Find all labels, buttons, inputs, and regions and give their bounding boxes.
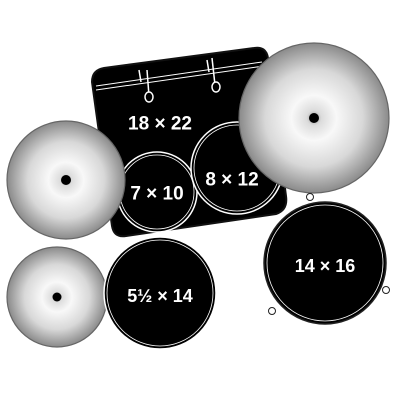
floor-tom-rim [266, 204, 384, 322]
tom-large-label: 8 × 12 [205, 170, 258, 191]
crash-cymbal [6, 120, 126, 240]
floor-tom: 14 × 16 [263, 193, 390, 325]
snare-drum-label: 5½ × 14 [127, 286, 193, 306]
bass-drum-label: 18 × 22 [128, 114, 192, 135]
floor-tom-label: 14 × 16 [295, 256, 356, 276]
snare-drum-rim [106, 239, 214, 347]
tom-small: 7 × 10 [116, 151, 198, 233]
hihat-cymbal [6, 246, 108, 348]
hihat-cymbal-bell [52, 292, 62, 302]
bass-drum-hoop [95, 61, 265, 91]
ride-cymbal-bell [309, 113, 319, 123]
snare-drum: 5½ × 14 [103, 236, 217, 350]
tom-small-label: 7 × 10 [130, 184, 183, 205]
floor-tom-legs [268, 193, 390, 315]
crash-cymbal-bell [61, 175, 71, 185]
ride-cymbal [238, 42, 390, 194]
floor-tom-shell [263, 201, 387, 325]
bass-drum-lugs [138, 57, 221, 103]
snare-drum-shell [103, 236, 217, 350]
